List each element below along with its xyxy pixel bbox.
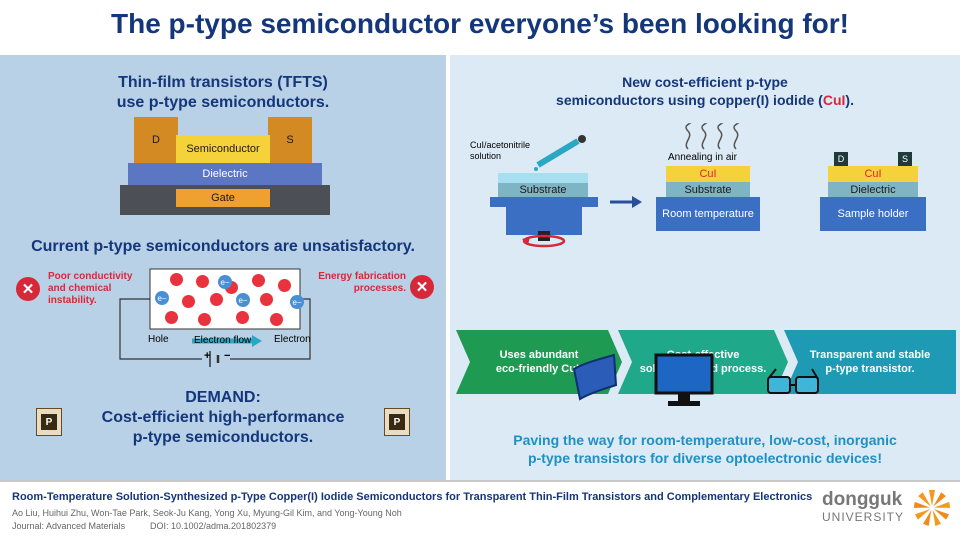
spin-chuck bbox=[506, 207, 582, 235]
cui-heading-prefix: semiconductors using copper(I) iodide ( bbox=[556, 92, 823, 108]
electron-particle: e− bbox=[290, 295, 304, 309]
spin-plate bbox=[490, 197, 598, 207]
drain-electrode: D bbox=[834, 152, 848, 166]
benefit-3-line2: p-type transistor. bbox=[825, 363, 915, 375]
hole-particle bbox=[236, 311, 249, 324]
chip-letter: P bbox=[389, 414, 405, 430]
paper-doi: DOI: 10.1002/adma.201802379 bbox=[150, 521, 277, 531]
cui-heading-line1: New cost-efficient p-type bbox=[622, 74, 788, 90]
chip-letter: P bbox=[41, 414, 57, 430]
pipette-icon bbox=[534, 135, 586, 171]
issue-right-line2: processes. bbox=[353, 283, 406, 294]
cui-layer: CuI bbox=[828, 166, 918, 182]
plus-sign: + bbox=[204, 350, 211, 362]
heat-waves-icon bbox=[685, 123, 739, 150]
hole-particle bbox=[270, 313, 283, 326]
rotation-arrow-icon bbox=[522, 231, 566, 248]
benefit-1-line1: Uses abundant bbox=[499, 349, 579, 361]
dielectric-layer: Dielectric bbox=[828, 182, 918, 197]
issue-left-line2: and chemical bbox=[48, 283, 112, 294]
issue-right-line1: Energy fabrication bbox=[318, 271, 406, 282]
right-panel: New cost-efficient p-type semiconductors… bbox=[450, 55, 960, 480]
source-electrode: S bbox=[268, 117, 312, 163]
electron-particle: e− bbox=[236, 293, 250, 307]
hole-particle bbox=[210, 293, 223, 306]
hole-particle bbox=[278, 279, 291, 292]
cui-heading-line2: semiconductors using copper(I) iodide (C… bbox=[450, 91, 960, 109]
hole-particle bbox=[196, 275, 209, 288]
electron-particle: e− bbox=[218, 275, 232, 289]
university-logo-icon bbox=[913, 490, 951, 526]
room-temperature-stage: Room temperature bbox=[656, 197, 760, 231]
demand-label: DEMAND: bbox=[185, 389, 261, 406]
hole-particle bbox=[182, 295, 195, 308]
monitor-icon bbox=[654, 353, 714, 406]
electron-flow-label: Electron flow bbox=[194, 335, 252, 346]
drain-electrode: D bbox=[134, 117, 178, 163]
left-panel: Thin-film transistors (TFTS) use p-type … bbox=[0, 55, 446, 480]
tft-heading: Thin-film transistors (TFTS) use p-type … bbox=[0, 73, 446, 113]
semiconductor-layer: Semiconductor bbox=[176, 135, 270, 163]
minus-sign: − bbox=[224, 350, 231, 362]
cui-heading-suffix: ). bbox=[845, 92, 854, 108]
hole-particle bbox=[165, 311, 178, 324]
paper-authors: Ao Liu, Huihui Zhu, Won-Tae Park, Seok-J… bbox=[12, 508, 402, 518]
solution-line2: solution bbox=[470, 151, 502, 161]
hole-particle bbox=[252, 274, 265, 287]
substrate-layer: Substrate bbox=[666, 182, 750, 197]
tft-diagram: D S Semiconductor Dielectric Gate bbox=[120, 117, 330, 217]
solution-film bbox=[498, 173, 588, 183]
process-arrow-icon bbox=[610, 196, 642, 208]
demand-line2: p-type semiconductors. bbox=[132, 429, 314, 446]
issue-energy: Energy fabrication processes. bbox=[306, 271, 406, 295]
gate-layer: Gate bbox=[176, 189, 270, 207]
paper-journal: Journal: Advanced Materials bbox=[12, 521, 126, 531]
hole-label: Hole bbox=[148, 334, 169, 345]
sample-holder: Sample holder bbox=[820, 197, 926, 231]
paper-title: Room-Temperature Solution-Synthesized p-… bbox=[12, 491, 813, 503]
x-mark-icon: ✕ bbox=[410, 275, 434, 299]
conclusion-text: Paving the way for room-temperature, low… bbox=[450, 431, 960, 467]
smart-glasses-icon bbox=[767, 368, 819, 394]
unsatisfactory-heading: Current p-type semiconductors are unsati… bbox=[31, 238, 415, 255]
benefit-1-line2: eco-friendly CuI. bbox=[495, 363, 583, 375]
electron-label: Electron bbox=[274, 334, 311, 345]
demand-block: DEMAND: Cost-efficient high-performance … bbox=[0, 388, 446, 448]
demand-line1: Cost-efficient high-performance bbox=[101, 409, 345, 426]
dielectric-layer: Dielectric bbox=[128, 163, 322, 185]
page-title: The p-type semiconductor everyone’s been… bbox=[111, 8, 849, 39]
issue-left-line1: Poor conductivity bbox=[48, 271, 133, 282]
benefit-3-line1: Transparent and stable bbox=[809, 349, 931, 361]
flexible-display-icon bbox=[572, 353, 618, 401]
logo-line1: dongguk bbox=[822, 489, 903, 510]
benefit-chevron-3: Transparent and stable p-type transistor. bbox=[784, 330, 956, 394]
electron-particle: e− bbox=[155, 291, 169, 305]
annealing-label: Annealing in air bbox=[668, 152, 737, 163]
cui-layer: CuI bbox=[666, 166, 750, 182]
source-electrode: S bbox=[898, 152, 912, 166]
cui-heading-cui: CuI bbox=[822, 92, 846, 108]
substrate-layer: Substrate bbox=[498, 183, 588, 197]
solution-label: CuI/acetonitrile solution bbox=[470, 140, 530, 162]
tft-heading-line2: use p-type semiconductors. bbox=[116, 94, 330, 111]
tft-heading-line1: Thin-film transistors (TFTS) bbox=[118, 74, 328, 91]
hole-particle bbox=[198, 313, 211, 326]
x-mark-icon: ✕ bbox=[16, 277, 40, 301]
conclusion-line1: Paving the way for room-temperature, low… bbox=[513, 432, 897, 448]
footer-divider bbox=[0, 480, 960, 482]
cui-heading: New cost-efficient p-type semiconductors… bbox=[450, 73, 960, 109]
logo-line2: UNIVERSITY bbox=[822, 510, 905, 524]
university-logo-text: dongguk UNIVERSITY bbox=[822, 489, 922, 525]
chip-icon: P bbox=[384, 408, 410, 436]
chip-icon: P bbox=[36, 408, 62, 436]
solution-line1: CuI/acetonitrile bbox=[470, 140, 531, 150]
hole-particle bbox=[260, 293, 273, 306]
circuit-wire bbox=[119, 268, 311, 367]
issue-conductivity: Poor conductivity and chemical instabili… bbox=[48, 271, 132, 307]
conclusion-line2: p-type transistors for diverse optoelect… bbox=[528, 450, 882, 466]
hole-particle bbox=[170, 273, 183, 286]
issue-left-line3: instability. bbox=[48, 295, 97, 306]
